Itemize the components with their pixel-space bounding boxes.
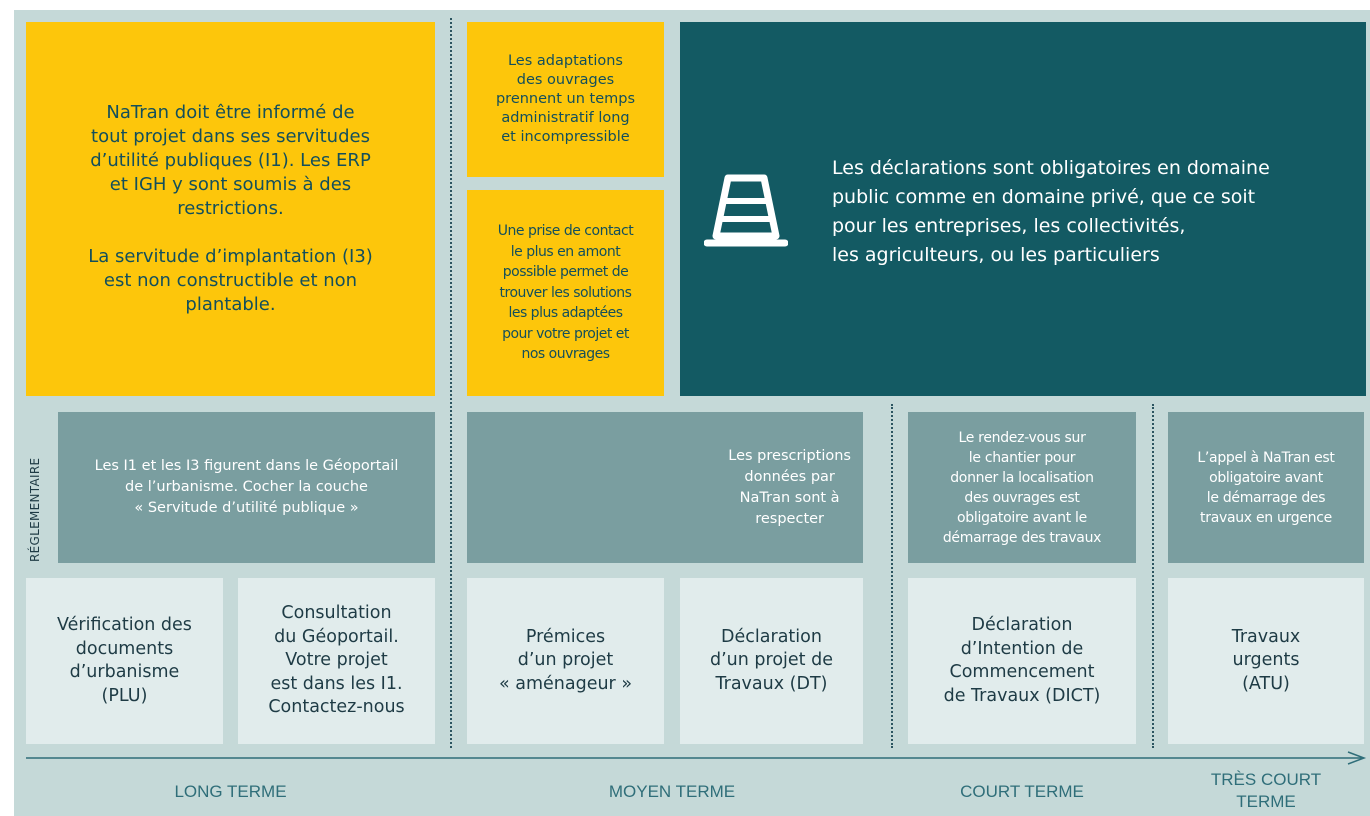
regulatory-long-term-text: Les I1 et les I3 figurent dans le Géopor… [94,458,399,516]
timeline-arrow [26,751,1367,765]
contact-note-text: Une prise de contact le plus en amont po… [497,223,634,363]
step-dt-box: Déclaration d’un projet de Travaux (DT) [680,578,863,744]
regulatory-short-term-text: Le rendez-vous sur le chantier pour donn… [942,429,1102,546]
declarations-note-text: Les déclarations sont obligatoires en do… [832,157,1270,266]
step-dict-box: Déclaration d’Intention de Commencement … [908,578,1136,744]
separator-long-medium [450,18,452,748]
adaptations-note-box: Les adaptations des ouvrages prennent un… [467,22,664,177]
step-geoportail-box: Consultation du Géoportail. Votre projet… [238,578,435,744]
step-plu-text: Vérification des documents d’urbanisme (… [57,615,192,706]
step-premices-box: Prémices d’un projet « aménageur » [467,578,664,744]
long-term-note-box: NaTran doit être informé de tout projet … [26,22,435,396]
separator-short-very-short [1152,404,1154,748]
regulatory-very-short-term-box: L’appel à NaTran est obligatoire avant l… [1168,412,1364,563]
step-plu-box: Vérification des documents d’urbanisme (… [26,578,223,744]
regulatory-very-short-term-text: L’appel à NaTran est obligatoire avant l… [1197,449,1335,526]
timeline-label-medium: MOYEN TERME [608,782,736,801]
timeline-label-short: COURT TERME [960,782,1084,801]
regulatory-long-term-box: Les I1 et les I3 figurent dans le Géopor… [58,412,435,563]
step-atu-box: Travaux urgents (ATU) [1168,578,1364,744]
traffic-cone-icon [704,174,788,247]
step-dt-text: Déclaration d’un projet de Travaux (DT) [710,626,833,694]
adaptations-note-text: Les adaptations des ouvrages prennent un… [495,53,636,145]
regulatory-medium-term-box: Les prescriptions données par NaTran son… [467,412,863,563]
step-dict-text: Déclaration d’Intention de Commencement … [943,615,1101,706]
timeline-label-long: LONG TERME [174,782,287,801]
contact-note-box: Une prise de contact le plus en amont po… [467,190,664,396]
regulatory-side-label: RÉGLEMENTAIRE [28,457,42,562]
step-geoportail-text: Consultation du Géoportail. Votre projet… [268,603,405,718]
step-premices-text: Prémices d’un projet « aménageur » [498,626,633,694]
long-term-note-text: NaTran doit être informé de tout projet … [88,102,373,315]
declarations-note-box: Les déclarations sont obligatoires en do… [680,22,1366,396]
step-atu-text: Travaux urgents (ATU) [1231,626,1301,694]
timeline-label-very-short: TRÈS COURT TERME [1210,770,1322,811]
regulatory-short-term-box: Le rendez-vous sur le chantier pour donn… [908,412,1136,563]
regulatory-medium-term-text: Les prescriptions données par NaTran son… [728,447,851,527]
separator-medium-short [891,404,893,748]
